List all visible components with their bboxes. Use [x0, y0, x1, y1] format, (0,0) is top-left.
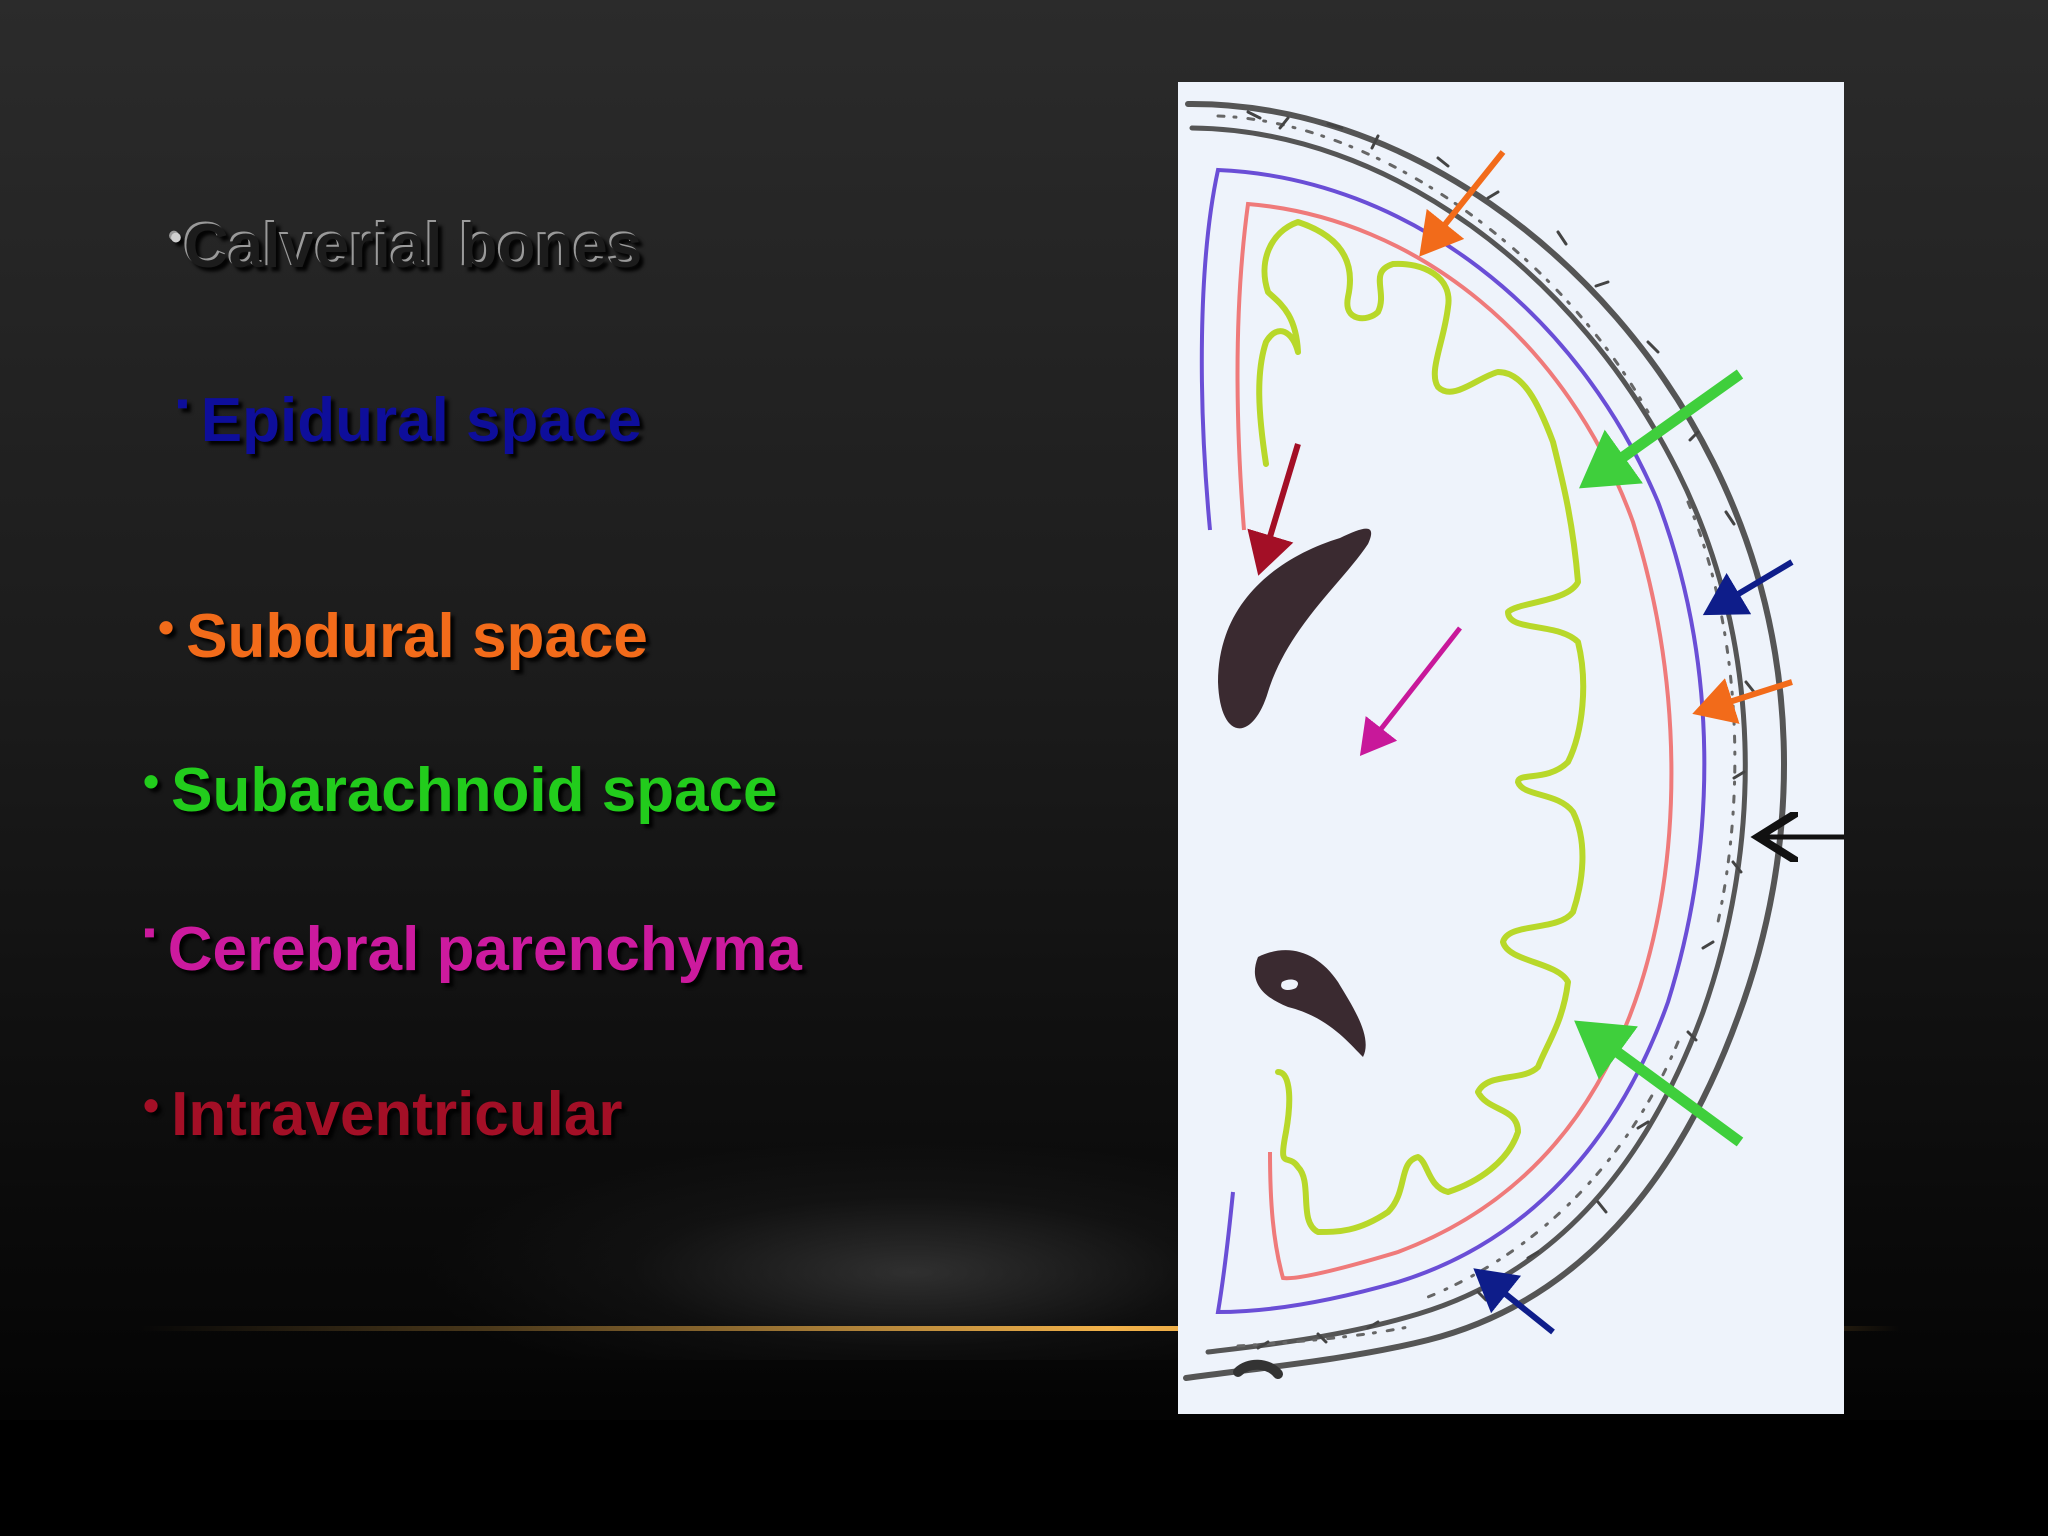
bullet-icon: •	[170, 219, 182, 257]
legend-item-calvarial-bones: •Calverial bones	[170, 216, 642, 278]
bottom-bar	[0, 1420, 2048, 1536]
bullet-icon: ▪	[143, 911, 156, 952]
legend-item-intraventricular: •Intraventricular	[143, 1082, 623, 1146]
bullet-icon: •	[143, 1079, 160, 1131]
legend-item-cerebral-parenchyma: ▪ Cerebral parenchyma	[143, 914, 802, 981]
arrow-epidural-lower	[1473, 1268, 1555, 1335]
legend-label: Epidural space	[200, 386, 642, 455]
arrow-parenchyma-magenta	[1359, 626, 1462, 756]
arrow-subdural-lower	[1692, 678, 1793, 724]
legend-label: Intraventricular	[171, 1080, 623, 1149]
brain-surface-line	[1256, 219, 1587, 1235]
background-glow	[420, 1140, 1240, 1360]
brain-diagram-panel	[1178, 82, 1844, 1414]
arrow-subarachnoid-upper	[1579, 369, 1744, 489]
legend-label: Cerebral parenchyma	[167, 915, 802, 984]
dura-line	[1199, 167, 1707, 1315]
arachnoid-line	[1235, 201, 1674, 1281]
arrow-intraventricular-red	[1247, 443, 1301, 576]
legend-item-subdural-space: •Subdural space	[158, 604, 648, 668]
arrow-epidural-upper	[1702, 559, 1794, 616]
legend-label: Subarachnoid space	[171, 756, 778, 825]
ventricle-lower	[1254, 950, 1366, 1057]
calvarial-bone	[1183, 100, 1787, 1381]
gold-divider-line	[140, 1326, 1900, 1331]
bullet-icon: ▪	[176, 382, 189, 423]
legend-label: Calverial bones	[183, 212, 643, 281]
ventricle-upper	[1218, 528, 1372, 729]
ventricle-lower-highlight	[1281, 979, 1298, 990]
legend-item-epidural-space: ▪ Epidural space	[176, 385, 642, 452]
arrow-subdural-upper	[1419, 150, 1506, 257]
legend-label: Subdural space	[186, 602, 648, 671]
brain-cross-section-diagram	[1183, 100, 1844, 1381]
bullet-icon: •	[143, 755, 160, 807]
legend-item-subarachnoid-space: •Subarachnoid space	[143, 758, 778, 822]
bullet-icon: •	[158, 601, 175, 653]
arrow-subarachnoid-lower	[1574, 1020, 1744, 1147]
